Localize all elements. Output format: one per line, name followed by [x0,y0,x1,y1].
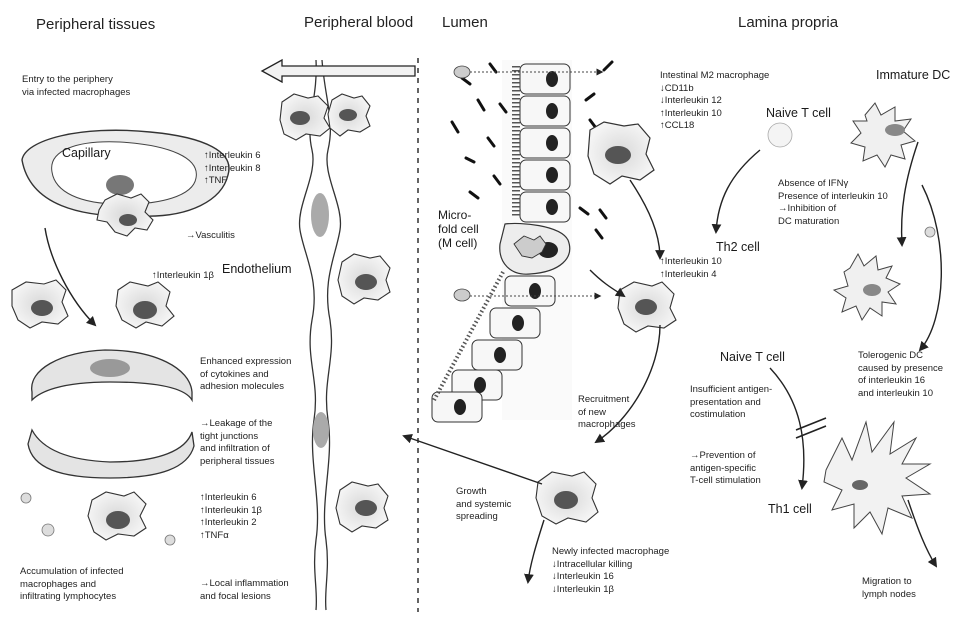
label-enhanced: Enhanced expression of cytokines and adh… [200,356,291,394]
label-il1b: ↑Interleukin 1β [152,270,214,283]
label-recruitment: Recruitment of new macrophages [578,394,636,432]
tolerogenic-dc [834,254,900,320]
label-entry: Entry to the periphery via infected macr… [22,74,130,99]
infected-macrophage-lp [618,282,676,332]
label-capillary: Capillary [62,146,111,160]
lumen-macrophage [454,66,470,301]
label-tissue-cytokines: ↑Interleukin 6 ↑Interleukin 1β ↑Interleu… [200,492,262,542]
m2-macrophage [588,122,654,184]
label-local-inflammation: →Local inflammation and focal lesions [200,578,289,603]
arrow-m2-to-th2 [630,180,660,258]
label-accumulation: Accumulation of infected macrophages and… [20,566,124,604]
tissue-macrophage-2 [116,282,174,328]
arrow-naive-to-th2 [716,150,760,232]
label-endothelium: Endothelium [222,262,292,276]
header-lamina-propria: Lamina propria [738,14,838,31]
immature-dc [851,103,915,167]
label-newly-infected: Newly infected macrophage ↓Intracellular… [552,546,669,596]
arrow-naive-to-th1 [770,368,804,488]
label-naive-t-mid: Naive T cell [720,350,785,364]
label-prevention: →Prevention of antigen-specific T-cell s… [690,450,761,488]
label-m-cell: Micro- fold cell (M cell) [438,208,479,250]
blood-macrophage-4 [336,482,388,532]
blood-macrophage-1 [280,94,330,140]
arrow-m-cell-to-lp [590,270,624,296]
label-th2: Th2 cell [716,240,760,254]
arrow-growth-spreading [404,436,542,484]
blood-macrophage-2 [328,94,370,136]
label-th1: Th1 cell [768,502,812,516]
endothelium-vessel [300,60,341,610]
label-insufficient: Insufficient antigen- presentation and c… [690,384,772,422]
label-blood-cytokines: ↑Interleukin 6 ↑Interleukin 8 ↑TNF [204,150,261,188]
leaky-capillary [28,350,194,478]
label-leakage: →Leakage of the tight junctions and infi… [200,418,274,468]
naive-t-cell-top [768,123,792,147]
blood-macrophage-3 [338,254,390,304]
arrow-newly-infected-down [528,520,544,582]
arrow-dc-tolerogenic [920,185,941,350]
label-tolerogenic-dc: Tolerogenic DC caused by presence of int… [858,350,943,400]
capillary-macrophage [97,194,153,236]
arrow-entry-periphery [262,60,415,82]
label-migration: Migration to lymph nodes [862,576,916,601]
newly-infected-macrophage [536,472,598,524]
header-lumen: Lumen [442,14,488,31]
tissue-macrophage-3 [88,492,146,540]
header-peripheral-tissues: Peripheral tissues [36,16,155,33]
label-vasculitis: →Vasculitis [186,230,235,243]
label-immature-dc: Immature DC [876,68,950,82]
label-growth: Growth and systemic spreading [456,486,511,524]
arrow-migration [908,500,936,566]
label-m2-macrophage: Intestinal M2 macrophage ↓CD11b ↓Interle… [660,70,769,133]
tissue-macrophage-1 [12,280,68,328]
label-th2-cytokines: ↑Interleukin 10 ↑Interleukin 4 [660,256,722,281]
label-absence-ifn: Absence of IFNγ Presence of interleukin … [778,178,888,228]
label-naive-t-top: Naive T cell [766,106,831,120]
header-peripheral-blood: Peripheral blood [304,14,413,31]
dc-dot [925,227,935,237]
blocked-symbol [796,418,826,438]
